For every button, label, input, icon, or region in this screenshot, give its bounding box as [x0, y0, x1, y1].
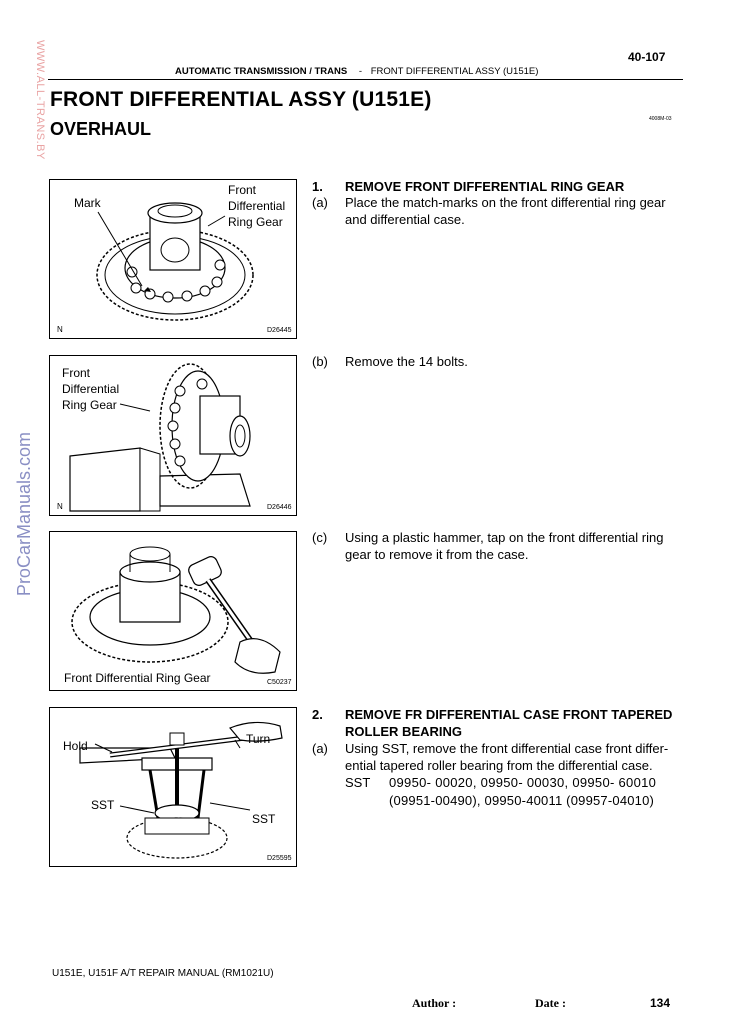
- figure-sst-bearing-removal: Hold Turn SST SST D25595: [49, 707, 297, 867]
- substep-text: Place the match-marks on the front diffe…: [345, 195, 666, 210]
- page-title: FRONT DIFFERENTIAL ASSY (U151E): [50, 88, 432, 111]
- substep-label: (a): [312, 741, 328, 756]
- figure-label: Ring Gear: [62, 398, 117, 412]
- watermark-top: WWW.ALL-TRANS.BY: [34, 40, 46, 160]
- substep-label: (b): [312, 354, 328, 369]
- figure-label: Ring Gear: [228, 215, 283, 229]
- sst-label: SST: [345, 775, 371, 790]
- header-section: AUTOMATIC TRANSMISSION / TRANS: [175, 66, 348, 77]
- header-separator: -: [358, 66, 363, 77]
- figure-label: Differential: [62, 382, 120, 396]
- sst-numbers: (09951-00490), 09950-40011 (09957-04010): [389, 793, 655, 808]
- figure-marker: N: [57, 502, 63, 511]
- substep-text: Remove the 14 bolts.: [345, 354, 468, 369]
- substep-text: and differential case.: [345, 212, 465, 227]
- figure-ring-gear-marks: Mark Front Differential Ring Gear N D264…: [49, 179, 297, 339]
- figure-code: D26445: [267, 327, 292, 334]
- substep-text: Using a plastic hammer, tap on the front…: [345, 530, 664, 545]
- figure-code: D26446: [267, 504, 292, 511]
- step-title: REMOVE FR DIFFERENTIAL CASE FRONT TAPERE…: [345, 707, 673, 722]
- author-label: Author :: [412, 996, 457, 1010]
- step-number: 2.: [312, 707, 323, 722]
- figure-remove-bolts: Front Differential Ring Gear N D26446: [49, 355, 297, 516]
- watermark-side: ProCarManuals.com: [14, 432, 34, 597]
- figure-label: Hold: [63, 739, 88, 753]
- manual-name: U151E, U151F A/T REPAIR MANUAL (RM1021U): [52, 968, 274, 979]
- figure-code: D25595: [267, 855, 292, 862]
- figure-label: Front: [228, 183, 257, 197]
- step-title: REMOVE FRONT DIFFERENTIAL RING GEAR: [345, 179, 625, 194]
- figure-label: SST: [252, 812, 276, 826]
- page-number: 40-107: [628, 50, 666, 64]
- figure-label: SST: [91, 798, 115, 812]
- hammer-illustration: [71, 546, 281, 674]
- figure-marker: N: [57, 325, 63, 334]
- sst-numbers: 09950- 00020, 09950- 00030, 09950- 60010: [389, 775, 657, 790]
- figure-label: Front: [62, 366, 91, 380]
- header-topic: FRONT DIFFERENTIAL ASSY (U151E): [370, 66, 539, 77]
- doc-code: 4008M-03: [649, 116, 672, 122]
- header-rule: [48, 79, 683, 80]
- figure-label: Mark: [74, 196, 101, 210]
- substep-text: gear to remove it from the case.: [345, 547, 529, 562]
- puller-illustration: [79, 721, 283, 859]
- substep-label: (c): [312, 530, 328, 545]
- running-header: AUTOMATIC TRANSMISSION / TRANS - FRONT D…: [175, 66, 538, 77]
- figure-hammer-ring-gear: Front Differential Ring Gear C50237: [49, 531, 297, 691]
- figure-label: Front Differential Ring Gear: [64, 671, 211, 685]
- page-subtitle: OVERHAUL: [50, 119, 152, 139]
- figure-label: Turn: [246, 732, 271, 746]
- figure-label: Differential: [228, 199, 286, 213]
- vise-illustration: [69, 363, 251, 512]
- step-number: 1.: [312, 179, 323, 194]
- substep-label: (a): [312, 195, 328, 210]
- substep-text: ential tapered roller bearing from the d…: [345, 758, 653, 773]
- figure-code: C50237: [267, 679, 292, 686]
- substep-text: Using SST, remove the front differential…: [345, 741, 669, 756]
- footer-page-number: 134: [650, 996, 671, 1010]
- step-title: ROLLER BEARING: [345, 724, 462, 739]
- date-label: Date :: [535, 996, 566, 1010]
- ring-gear-illustration: [96, 202, 254, 321]
